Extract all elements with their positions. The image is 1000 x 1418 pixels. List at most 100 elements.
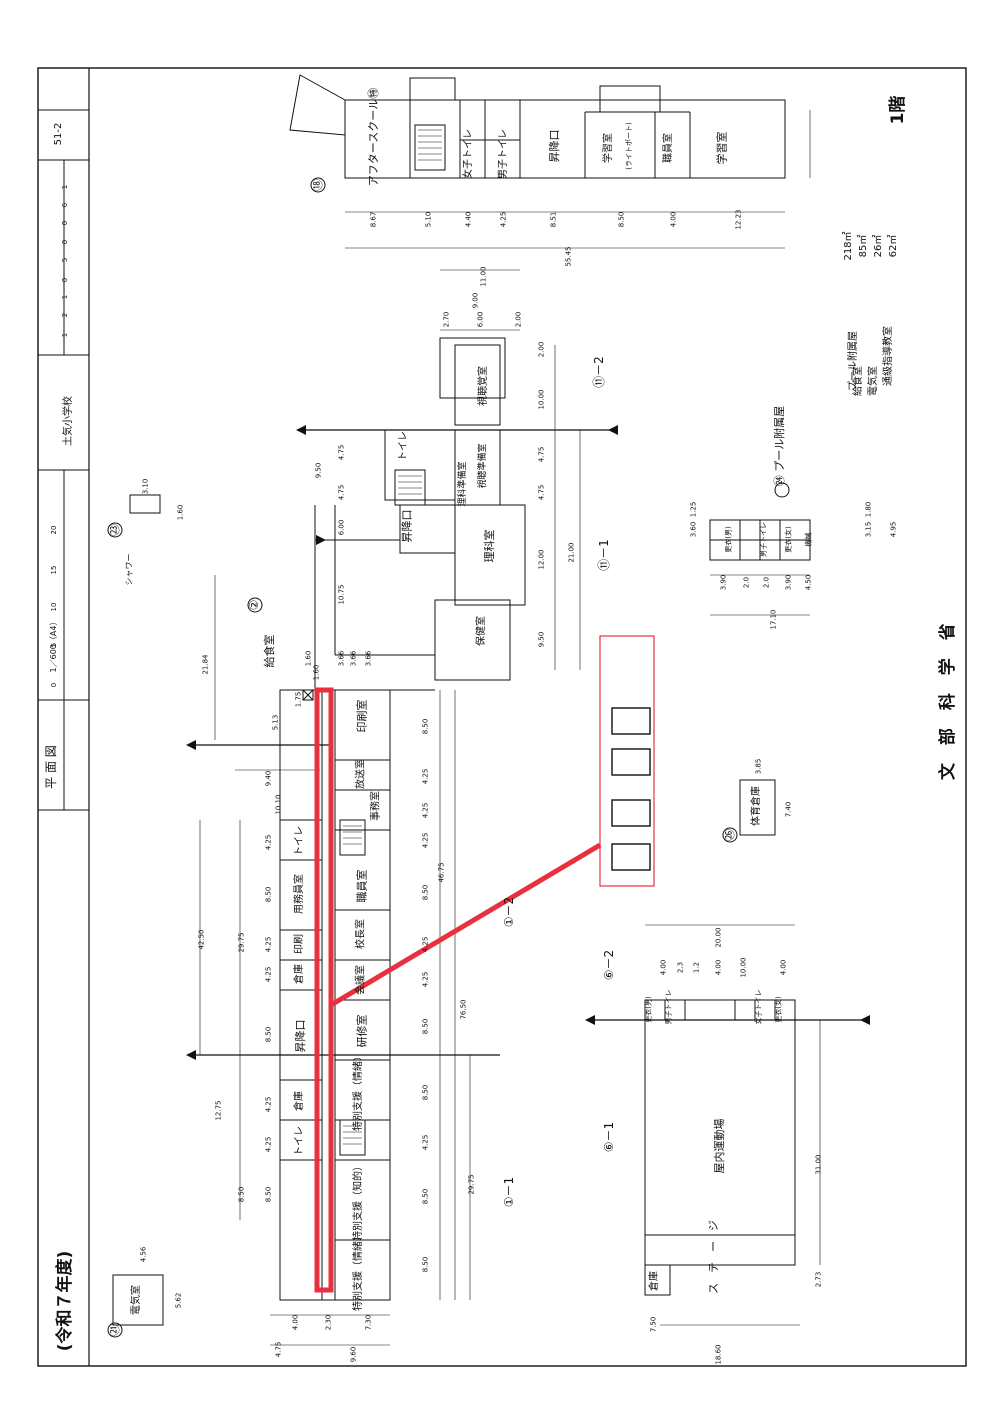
room-meeting: 会議室 (355, 965, 367, 995)
dim-main-inner-2: 4.25 (421, 768, 430, 785)
dim-main-inner-14: 76.50 (459, 999, 468, 1020)
dim-main-outer-2: 8.50 (264, 886, 273, 903)
room-toilet-2: トイレ (294, 1126, 305, 1156)
dim-main-inner-12: 8.50 (421, 1256, 430, 1273)
dim-gym-3: 2.3 (676, 961, 685, 974)
marker-23: ㉓ (107, 524, 121, 537)
dim-main-inner-11: 8.50 (421, 1188, 430, 1205)
dim-main-outer-3: 4.25 (264, 936, 273, 953)
summary-name-2: プール附属屋 (848, 331, 859, 391)
summary-name-3: 電気室 (868, 366, 879, 396)
dim-north-total: 55.45 (564, 246, 573, 267)
dim-small-5: 3.85 (754, 758, 763, 775)
header-cell-3: 1 (61, 294, 69, 300)
dim-lunch-2: 1.60 (312, 664, 321, 681)
room-infirmary: 保健室 (476, 616, 487, 646)
marker-26: ㉖ (722, 829, 736, 842)
dim-north-2: 5.10 (424, 211, 433, 228)
floor-label: 1階 (888, 95, 908, 125)
dim-annex-11: 4.95 (889, 521, 898, 538)
blank-box-2 (611, 748, 651, 776)
dim-main-inner-9: 8.50 (421, 1084, 430, 1101)
room-broadcast: 放送室 (355, 759, 367, 789)
pool-annex-title: ㉔ プール附属屋 (773, 405, 786, 487)
dim-left-5: 10.75 (337, 584, 346, 605)
room-office: 事務室 (370, 791, 382, 821)
room-science-prep: 理科準備室 (458, 461, 468, 507)
dim-north-6: 8.50 (617, 211, 626, 228)
dim-left-2: 4.75 (337, 444, 346, 461)
dim-gym-11: 18.60 (714, 1344, 723, 1365)
room-toilet-north: トイレ (398, 431, 409, 461)
dim-main-outer-12: 8.50 (237, 1186, 246, 1203)
room-changing-m-pool: 更衣(男) (724, 526, 733, 553)
header-cell-4: 0 (61, 277, 69, 283)
dim-sci-10: 12.00 (537, 549, 546, 570)
room-after-school: アフタースクール㊕ (367, 87, 380, 187)
dim-main-inner-15: 29.75 (467, 1174, 476, 1195)
dim-small-6: 7.40 (784, 801, 793, 818)
highlight-annotation (314, 635, 655, 1293)
summary-area-3: 26㎡ (873, 234, 884, 258)
room-science: 理科室 (483, 529, 496, 563)
room-electric: 電気室 (131, 1285, 142, 1315)
room-study-2: 学習室 (715, 131, 729, 165)
dim-annex-2: 1.25 (689, 501, 698, 518)
room-entrance-north: 昇降口 (548, 129, 561, 163)
dim-small-3: 3.10 (141, 478, 150, 495)
dim-left-7: 5.13 (271, 714, 280, 731)
dim-main-inner-13: 46.75 (437, 862, 446, 883)
dim-gym-6: 10.00 (739, 957, 748, 978)
blank-boxes (611, 707, 651, 871)
room-shower: シャワー (124, 553, 134, 586)
dim-north-7: 4.00 (669, 211, 678, 228)
room-storage-2: 倉庫 (294, 1091, 305, 1111)
room-gym-storage: 体育倉庫 (751, 786, 762, 826)
dim-left-6: 21.84 (201, 654, 210, 675)
dim-north-5: 8.51 (549, 211, 558, 228)
dim-gym-7: 4.00 (779, 959, 788, 976)
summary-area-4: 62㎡ (888, 234, 899, 258)
dim-north-1: 8.67 (369, 211, 378, 228)
dim-main-inner-3: 4.25 (421, 802, 430, 819)
dim-sci-3: 6.00 (476, 311, 485, 328)
section-1-1: ①－1 (502, 1176, 516, 1208)
dim-gym-5: 4.00 (714, 959, 723, 976)
scale-tick-20: 20 (50, 525, 58, 535)
blank-box-4 (611, 843, 651, 871)
dim-main-outer-1: 4.25 (264, 834, 273, 851)
dim-main-outer-5: 8.50 (264, 1026, 273, 1043)
dim-left-4: 6.00 (337, 519, 346, 536)
room-changing-m-gym: 更衣(男) (644, 996, 653, 1023)
room-staff: 職員室 (355, 869, 369, 903)
room-wc-pool: 男子トイレ (759, 522, 768, 557)
dim-main-outer-6: 4.25 (264, 1096, 273, 1113)
dim-main-inner-5: 8.50 (421, 884, 430, 901)
dim-gym-1: 20.00 (714, 927, 723, 948)
dim-main-inner-6: 4.25 (421, 936, 430, 953)
room-gym: 屋内運動場 (713, 1118, 726, 1174)
room-wc-m-gym: 男子トイレ (664, 989, 673, 1025)
room-printing: 印刷室 (355, 699, 369, 733)
dim-small-9: 4.00 (291, 1314, 300, 1331)
dim-main-outer-4: 4.25 (264, 966, 273, 983)
dim-gym-8: 31.00 (814, 1154, 823, 1175)
dim-main-inner-1: 8.50 (421, 718, 430, 735)
section-11-1: ⑪－1 (597, 539, 611, 571)
dim-annex-8: 17.10 (769, 609, 778, 630)
header-cell-7: 0 (61, 220, 69, 226)
dim-annex-6: 3.90 (784, 574, 793, 591)
marker-21: ㉑ (107, 1324, 121, 1337)
section-11-2: ⑪－2 (592, 356, 606, 388)
sheet-number: 51-2 (53, 122, 64, 146)
scale-tick-15: 15 (50, 565, 58, 575)
header-cell-1: 1 (61, 332, 69, 338)
dim-annex-3: 3.90 (719, 574, 728, 591)
dim-annex-7: 4.50 (804, 574, 813, 591)
section-6-2: ⑥－2 (602, 949, 616, 981)
dim-gym-2: 4.00 (659, 959, 668, 976)
fiscal-year: (令和７年度) (55, 1250, 75, 1352)
room-staff-north: 職員室 (663, 133, 674, 163)
